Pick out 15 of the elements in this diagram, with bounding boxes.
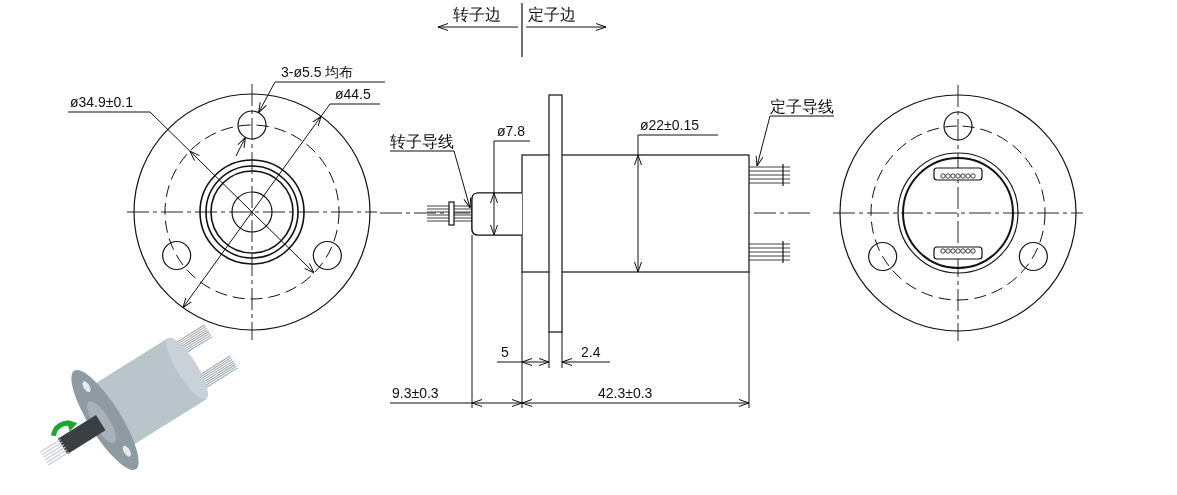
direction-label: 转子边	[453, 5, 501, 24]
dimension-label: 3-ø5.5 均布	[281, 64, 354, 80]
dimension-label: 42.3±0.3	[598, 385, 653, 401]
dimension-label: 5	[501, 344, 509, 360]
callout-label: 转子导线	[390, 133, 454, 150]
dimension-label: ø22±0.15	[640, 117, 700, 133]
dimension-label: 9.3±0.3	[392, 385, 439, 401]
leader-line	[755, 115, 835, 167]
dimension-label: ø44.5	[335, 86, 371, 102]
direction-label: 定子边	[528, 5, 576, 24]
callout-label: 定子导线	[770, 98, 834, 115]
dimension-label: ø34.9±0.1	[70, 94, 133, 110]
leader-line	[389, 150, 472, 209]
dimension-label: ø7.8	[497, 123, 525, 139]
dimension-label: 2.4	[581, 344, 601, 360]
